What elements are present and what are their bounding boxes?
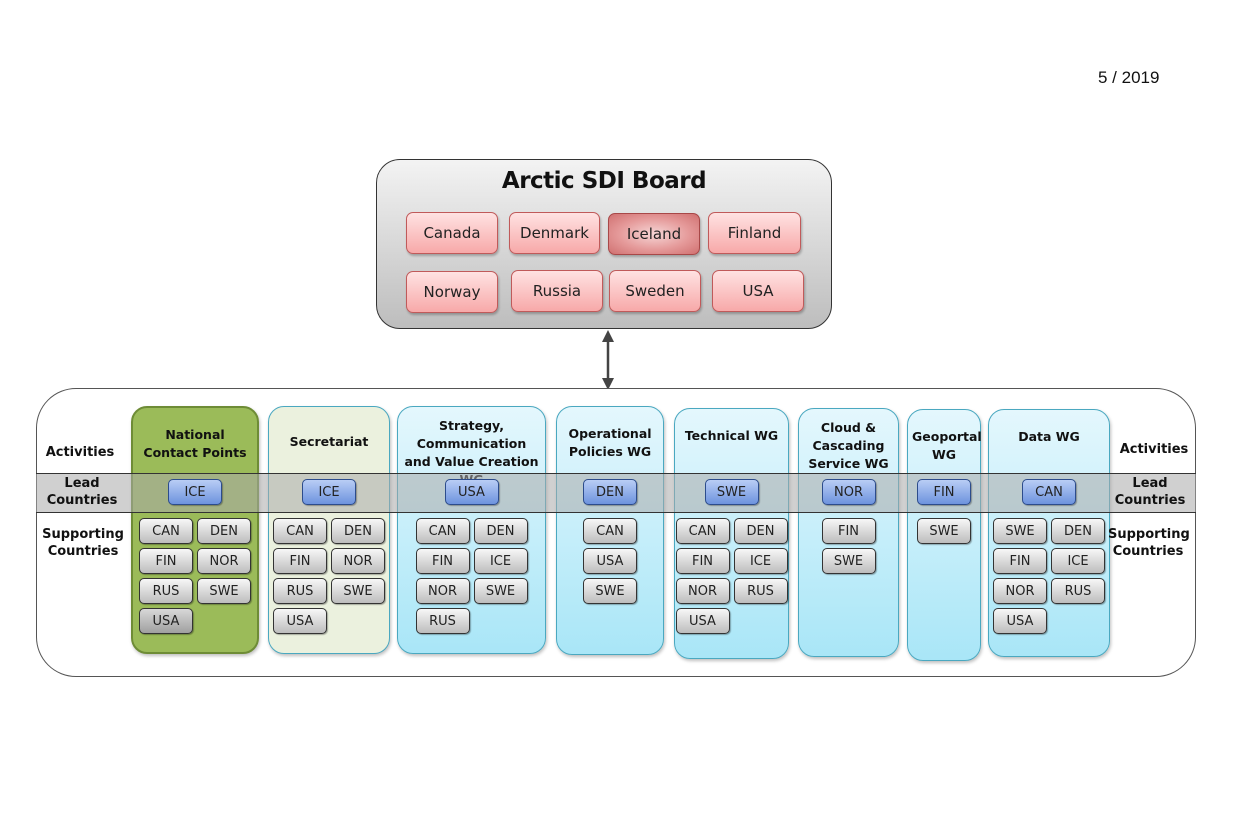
supporting-country-chip: FIN [273,548,327,574]
supporting-country-chip: NOR [675,578,730,604]
row-label-supporting-right: Supporting Countries [1108,527,1190,559]
supporting-country-chip: DEN [733,518,788,544]
supporting-country-chip: RUS [273,578,327,604]
date-label: 5 / 2019 [1098,68,1160,87]
supporting-country-chip: FIN [139,548,193,574]
activity-title: Secretariat [289,434,369,449]
board-member-russia: Russia [511,270,603,312]
board-member-usa: USA [712,270,804,312]
supporting-country-chip: SWE [331,578,385,604]
supporting-country-chip: FIN [415,548,470,574]
supporting-country-chip: ICE [733,548,788,574]
supporting-country-chip: RUS [1051,578,1105,604]
supporting-country-chip: CAN [583,518,637,544]
supporting-country-chip: CAN [139,518,193,544]
supporting-country-chip: SWE [473,578,528,604]
activity-title: Data WG [1018,429,1080,444]
supporting-country-chip: RUS [139,578,193,604]
supporting-country-chip: ICE [1051,548,1105,574]
board-member-iceland: Iceland [608,213,700,255]
supporting-country-chip: RUS [733,578,788,604]
row-label-supporting-left: Supporting Countries [42,527,124,559]
lead-country-chip: CAN [1022,479,1076,505]
board-member-norway: Norway [406,271,498,313]
supporting-country-chip: DEN [1051,518,1105,544]
supporting-country-chip: RUS [415,608,470,634]
supporting-country-chip: NOR [197,548,251,574]
activity-title: Technical WG [684,428,779,443]
supporting-country-chip: DEN [331,518,385,544]
activity-title: National Contact Points [143,427,247,460]
supporting-country-chip: USA [583,548,637,574]
double-arrow-icon [602,330,614,390]
activity-title: Geoportal WG [912,429,982,462]
supporting-country-chip: CAN [675,518,730,544]
lead-country-chip: DEN [583,479,637,505]
supporting-country-chip: FIN [821,518,876,544]
supporting-country-chip: CAN [415,518,470,544]
supporting-country-chip: SWE [583,578,637,604]
supporting-country-chip: FIN [993,548,1047,574]
supporting-country-chip: DEN [197,518,251,544]
supporting-country-chip: NOR [993,578,1047,604]
row-label-lead-left: Lead Countries [46,476,118,508]
supporting-country-chip: SWE [197,578,251,604]
supporting-country-chip: USA [675,608,730,634]
supporting-country-chip: ICE [473,548,528,574]
lead-country-chip: ICE [302,479,356,505]
board-title: Arctic SDI Board [501,168,707,194]
board-member-finland: Finland [708,212,801,254]
lead-country-chip: ICE [168,479,222,505]
lead-country-chip: USA [444,479,499,505]
activity-title: Operational Policies WG [568,426,652,459]
lead-country-chip: SWE [704,479,759,505]
supporting-country-chip: CAN [273,518,327,544]
supporting-country-chip: FIN [675,548,730,574]
row-label-activities-right: Activities [1119,442,1189,457]
supporting-country-chip: USA [993,608,1047,634]
supporting-country-chip: USA [273,608,327,634]
board-member-canada: Canada [406,212,498,254]
supporting-country-chip: SWE [821,548,876,574]
supporting-country-chip: SWE [917,518,971,544]
lead-country-chip: FIN [917,479,971,505]
supporting-country-chip: USA [139,608,193,634]
row-label-activities-left: Activities [45,445,115,460]
lead-country-chip: NOR [821,479,876,505]
supporting-country-chip: NOR [331,548,385,574]
supporting-country-chip: SWE [993,518,1047,544]
board-member-sweden: Sweden [609,270,701,312]
row-label-lead-right: Lead Countries [1114,476,1186,508]
board-member-denmark: Denmark [509,212,600,254]
supporting-country-chip: NOR [415,578,470,604]
activity-title: Cloud & Cascading Service WG [808,420,889,471]
supporting-country-chip: DEN [473,518,528,544]
